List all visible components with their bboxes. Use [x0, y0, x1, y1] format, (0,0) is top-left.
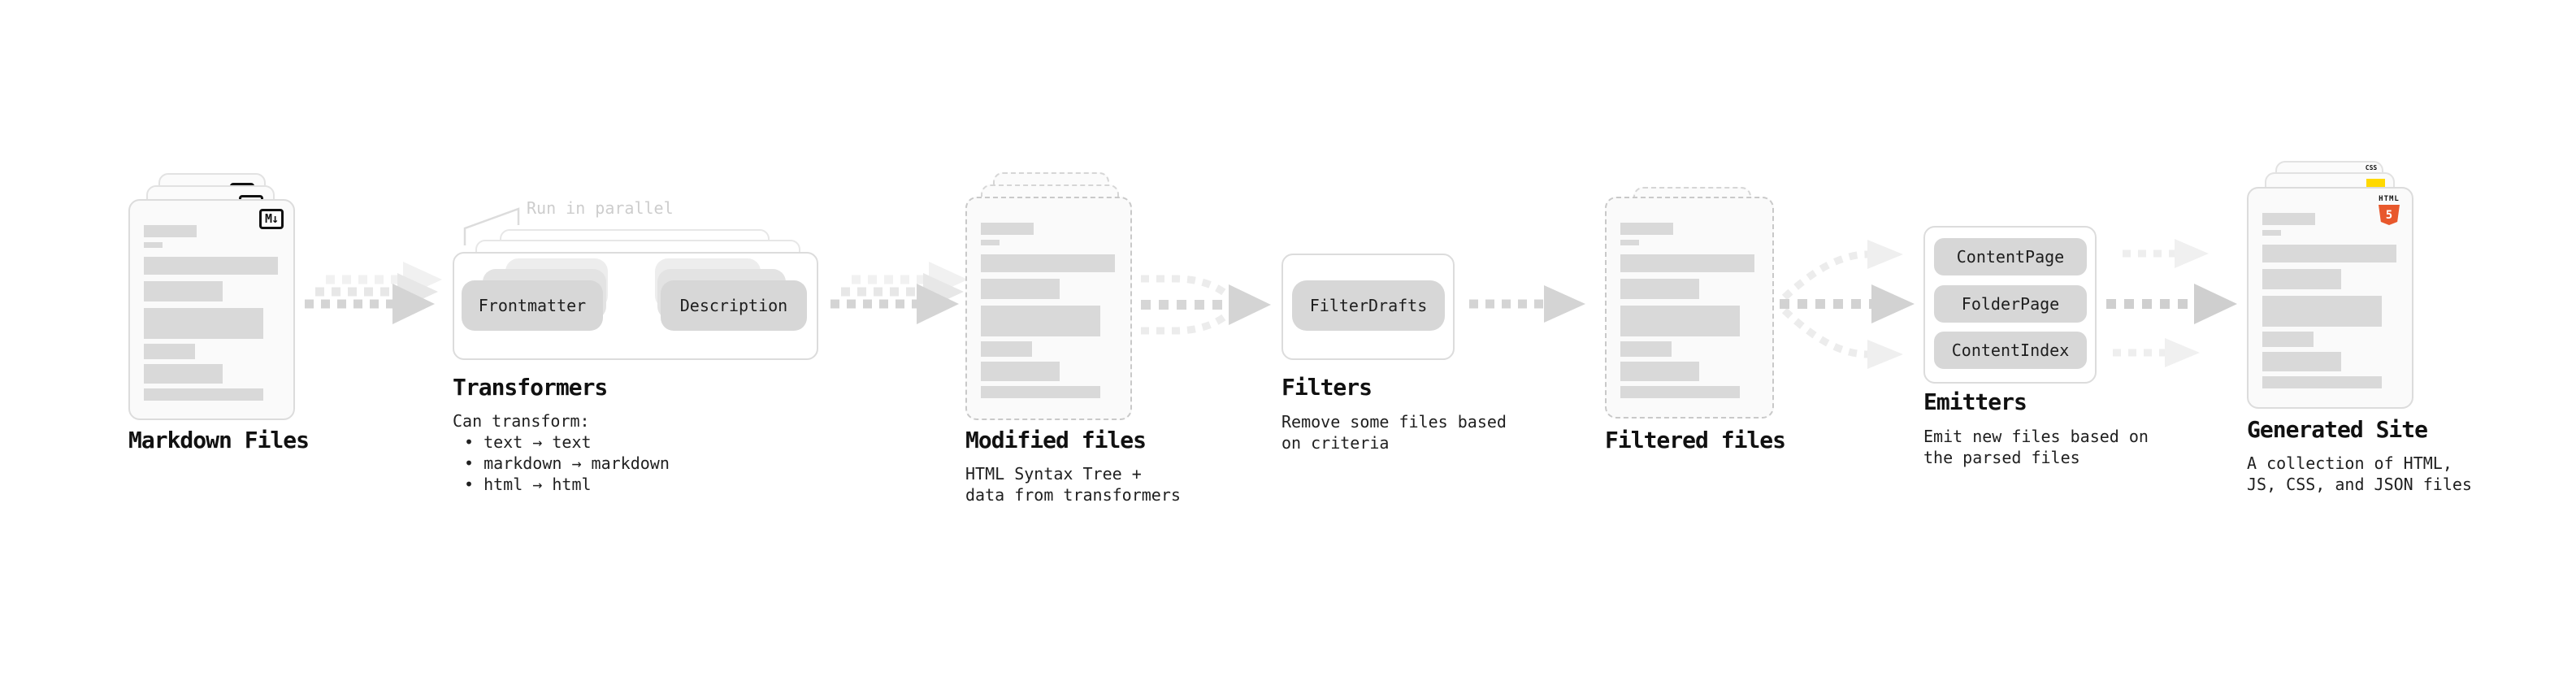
contentpage-pill: ContentPage — [1934, 238, 2087, 275]
file-content-placeholder — [2262, 213, 2396, 388]
flow-arrow-markdown-to-transformers — [305, 262, 442, 324]
placeholder-bar — [2262, 213, 2315, 225]
stage-label-filters: Filters — [1281, 374, 1373, 401]
generated-site-subtext: A collection of HTML, JS, CSS, and JSON … — [2247, 453, 2472, 495]
flow-arrow-filters-to-filtered — [1469, 285, 1585, 323]
placeholder-bar — [144, 364, 223, 384]
file-content-placeholder — [144, 225, 278, 401]
js-icon — [2366, 179, 2385, 189]
placeholder-bar — [144, 308, 263, 339]
placeholder-bar — [144, 242, 163, 248]
html5-icon: HTML 5 — [2374, 195, 2404, 225]
filtered-file-card-front — [1605, 197, 1774, 419]
stage-label-filtered-files: Filtered files — [1605, 427, 1786, 453]
markdown-file-card-front: M↓ — [128, 199, 295, 420]
description-pill: Description — [661, 280, 807, 331]
stage-label-generated-site: Generated Site — [2247, 416, 2428, 443]
placeholder-bar — [144, 257, 278, 275]
contentindex-pill: ContentIndex — [1934, 332, 2087, 369]
emitters-subtext: Emit new files based on the parsed files — [1923, 426, 2149, 468]
transformers-note-title: Can transform: — [453, 411, 590, 431]
placeholder-bar — [1620, 306, 1740, 336]
css-icon-label: CSS — [2365, 164, 2378, 171]
transformers-notes: Can transform: • text → text • markdown … — [453, 410, 670, 495]
placeholder-bar — [2262, 245, 2396, 262]
subtext-line: HTML Syntax Tree + — [965, 464, 1142, 484]
stage-label-modified-files: Modified files — [965, 427, 1147, 453]
placeholder-bar — [981, 240, 1000, 245]
modified-files-subtext: HTML Syntax Tree + data from transformer… — [965, 463, 1181, 505]
modified-file-card-front — [965, 197, 1132, 420]
placeholder-bar — [2262, 230, 2281, 236]
transformers-bullet: • markdown → markdown — [464, 453, 670, 473]
folderpage-pill: FolderPage — [1934, 285, 2087, 323]
subtext-line: A collection of HTML, — [2247, 453, 2452, 473]
run-in-parallel-annotation: Run in parallel — [527, 198, 674, 218]
placeholder-bar — [981, 386, 1100, 398]
file-content-placeholder — [1620, 223, 1754, 398]
html5-icon-word: HTML — [2379, 195, 2400, 203]
file-content-placeholder — [981, 223, 1115, 398]
subtext-line: Emit new files based on — [1923, 427, 2149, 446]
placeholder-bar — [144, 281, 223, 301]
html5-icon-shield: 5 — [2379, 205, 2400, 225]
placeholder-bar — [144, 344, 195, 359]
stage-label-emitters: Emitters — [1923, 388, 2027, 415]
placeholder-bar — [981, 306, 1100, 336]
placeholder-bar — [2262, 269, 2341, 289]
flow-arrow-emitters-to-generated — [2106, 239, 2237, 367]
placeholder-bar — [981, 341, 1032, 357]
placeholder-bar — [1620, 279, 1699, 299]
stage-label-transformers: Transformers — [453, 374, 608, 401]
flow-arrow-transformers-to-modified — [830, 262, 968, 324]
subtext-line: JS, CSS, and JSON files — [2247, 475, 2472, 494]
placeholder-bar — [144, 388, 263, 401]
stage-label-markdown-files: Markdown Files — [128, 427, 310, 453]
placeholder-bar — [2262, 352, 2341, 371]
frontmatter-pill: Frontmatter — [462, 280, 603, 331]
placeholder-bar — [1620, 386, 1740, 398]
run-in-parallel-callout-line — [463, 207, 520, 245]
placeholder-bar — [1620, 254, 1754, 272]
subtext-line: Remove some files based — [1281, 412, 1507, 432]
placeholder-bar — [981, 223, 1034, 235]
placeholder-bar — [981, 254, 1115, 272]
flow-arrow-filtered-to-emitters — [1780, 240, 1915, 369]
generated-file-card-html: HTML 5 — [2247, 187, 2413, 409]
filters-subtext: Remove some files based on criteria — [1281, 411, 1507, 453]
flow-arrow-modified-to-filters — [1141, 275, 1271, 335]
placeholder-bar — [2262, 296, 2382, 327]
placeholder-bar — [2262, 376, 2382, 388]
placeholder-bar — [144, 225, 197, 237]
placeholder-bar — [981, 362, 1060, 381]
placeholder-bar — [1620, 223, 1673, 235]
markdown-icon: M↓ — [258, 209, 284, 229]
subtext-line: on criteria — [1281, 433, 1390, 453]
filterdrafts-pill: FilterDrafts — [1292, 280, 1445, 331]
transformers-bullet: • text → text — [464, 432, 592, 452]
placeholder-bar — [981, 279, 1060, 299]
placeholder-bar — [1620, 240, 1639, 245]
transformers-bullet: • html → html — [464, 475, 592, 494]
subtext-line: data from transformers — [965, 485, 1181, 505]
placeholder-bar — [2262, 332, 2314, 347]
placeholder-bar — [1620, 341, 1672, 357]
placeholder-bar — [1620, 362, 1699, 381]
subtext-line: the parsed files — [1923, 448, 2080, 467]
